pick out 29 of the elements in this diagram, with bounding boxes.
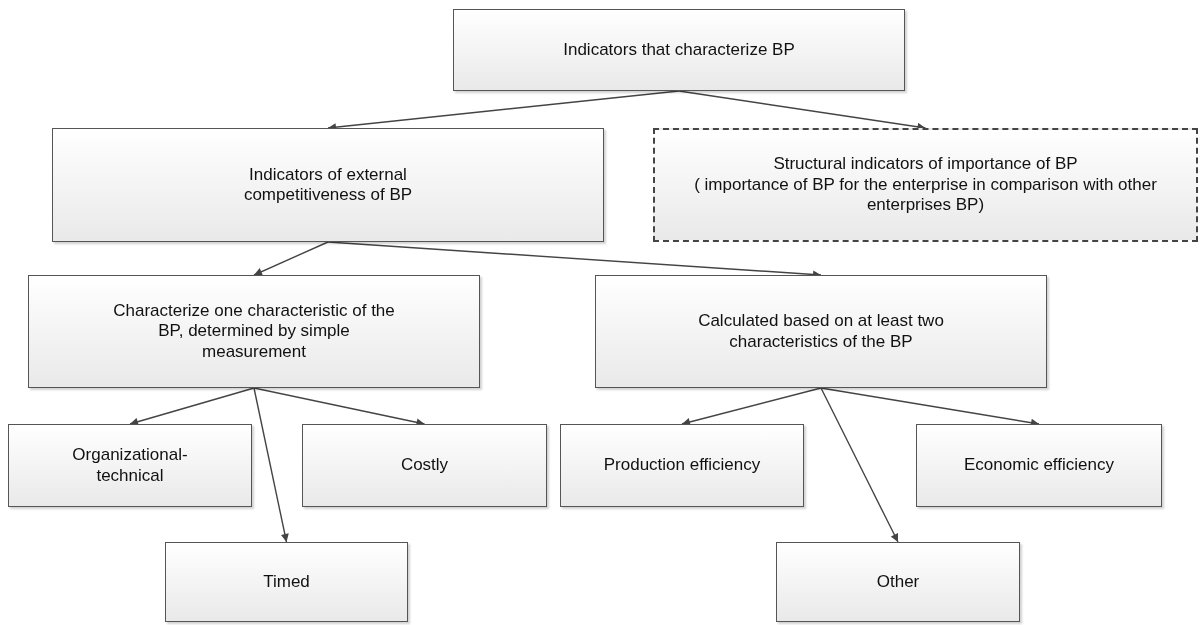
box-label: Production efficiency (603, 455, 761, 476)
box-label: Costly (400, 455, 449, 476)
process-box (302, 424, 547, 507)
process-box (8, 424, 252, 507)
arrow (678, 90, 927, 131)
box-label: Other (876, 571, 920, 593)
box-label: Economic efficiency (964, 455, 1114, 476)
process-box (28, 275, 480, 388)
box-label: Characterize one characteristic of the BP, determined by simple measurement (112, 300, 396, 363)
box-label: Structural indicators of importance of BP (773, 154, 1078, 175)
box-label: Indicators of external competitiveness of BP (242, 164, 414, 206)
process-box (560, 424, 804, 507)
process-box (595, 275, 1047, 388)
arrow (253, 241, 329, 276)
process-box (916, 424, 1162, 507)
box-label: Indicators that characterize BP (563, 39, 795, 61)
process-box (776, 542, 1020, 622)
arrow (820, 387, 899, 543)
box-label: Organizational-technical (71, 445, 189, 486)
process-box (453, 9, 905, 91)
process-box (653, 128, 1198, 242)
arrow (681, 387, 822, 426)
box-label: Calculated based on at least two characteristics of the BP (697, 311, 945, 352)
process-box (52, 128, 604, 242)
box-label: Timed (263, 571, 310, 593)
arrow (129, 387, 255, 426)
process-box (165, 542, 408, 622)
box-label: ( importance of BP for the enterprise in comparison with other enterprises BP) (693, 174, 1158, 216)
arrow (253, 387, 289, 543)
